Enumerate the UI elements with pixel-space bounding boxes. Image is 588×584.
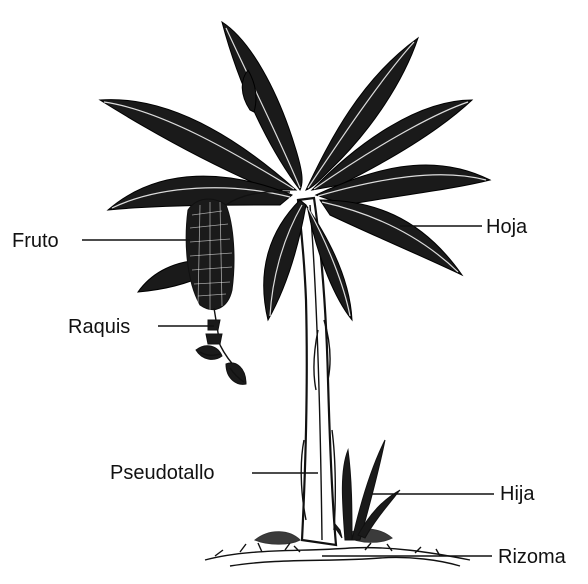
raquis-label: Raquis bbox=[68, 316, 130, 338]
ground-soil bbox=[205, 529, 470, 566]
rizoma-label: Rizoma bbox=[498, 546, 567, 568]
pseudotallo-label: Pseudotallo bbox=[110, 462, 215, 484]
label-pseudotallo: Pseudotallo bbox=[110, 462, 318, 484]
label-raquis: Raquis bbox=[68, 316, 214, 338]
hoja-label: Hoja bbox=[486, 216, 528, 238]
fruto-label: Fruto bbox=[12, 230, 59, 252]
label-rizoma: Rizoma bbox=[322, 546, 567, 568]
label-hija: Hija bbox=[372, 483, 535, 505]
hija-label: Hija bbox=[500, 483, 535, 505]
label-fruto: Fruto bbox=[12, 230, 190, 252]
rachis-and-bud bbox=[196, 308, 246, 384]
leaf-canopy bbox=[100, 22, 490, 320]
banana-plant-illustration bbox=[100, 22, 490, 566]
